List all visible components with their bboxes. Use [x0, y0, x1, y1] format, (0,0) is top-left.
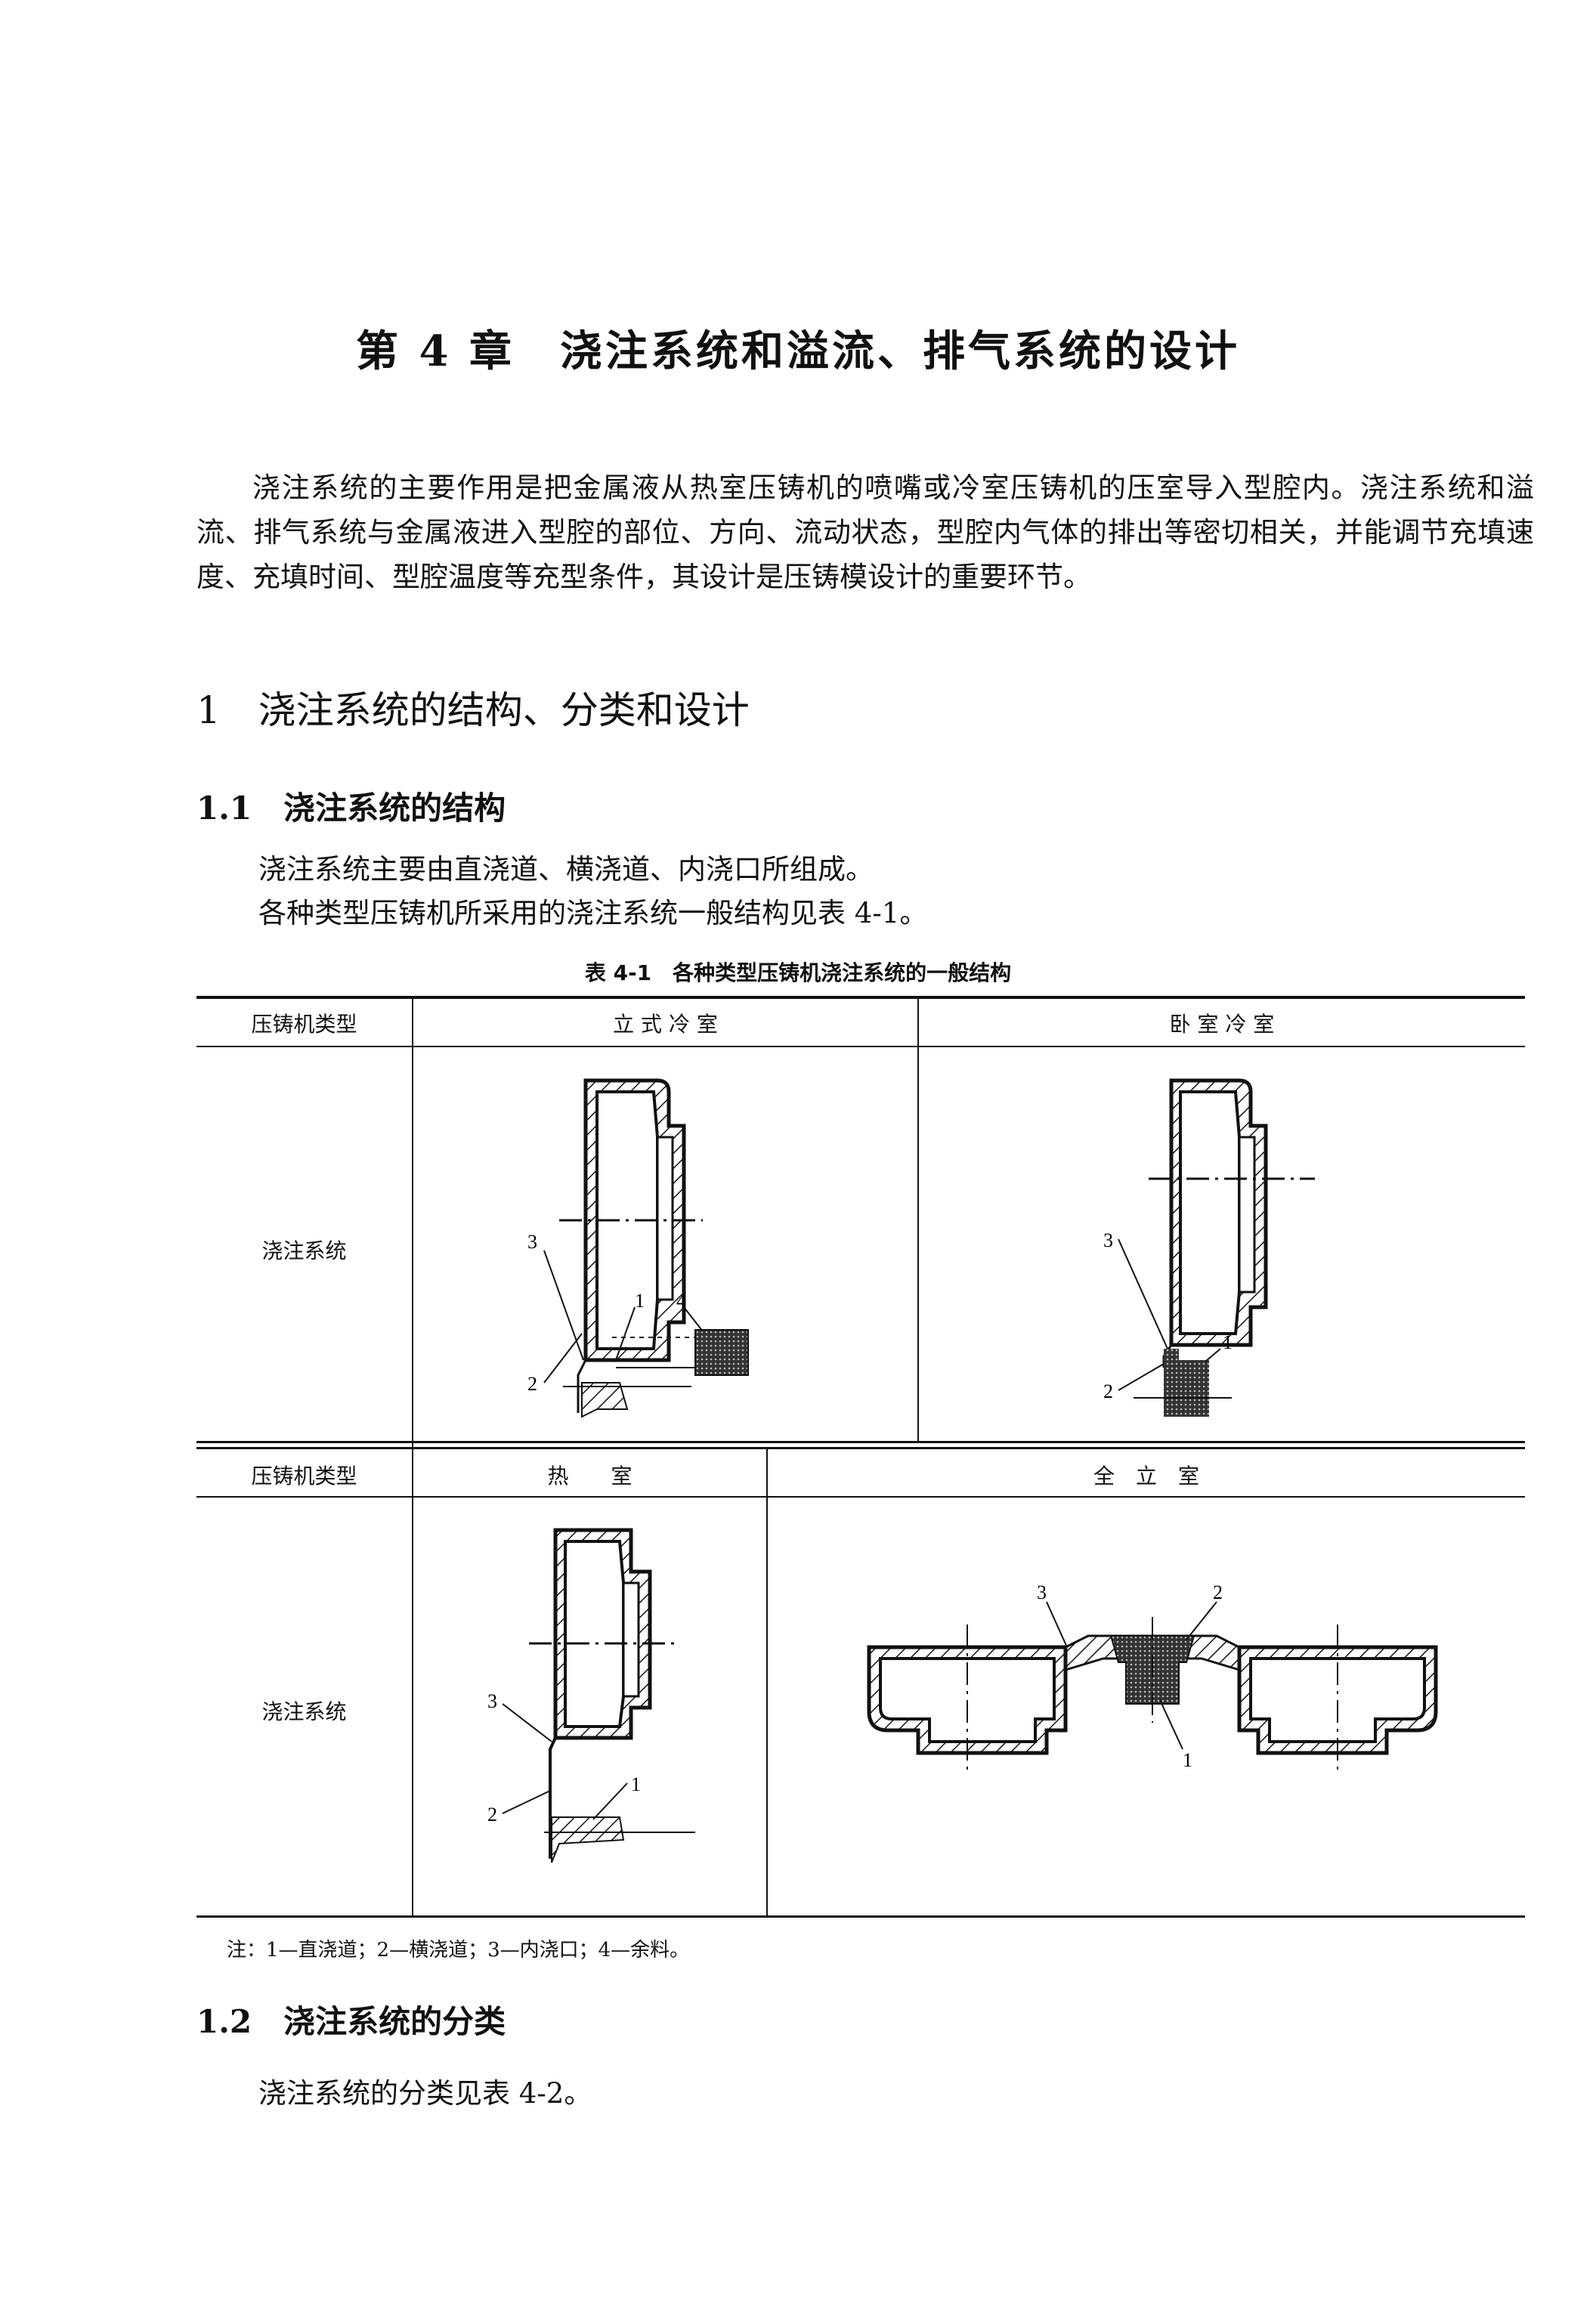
header-machine-type: 压铸机类型: [251, 1464, 357, 1489]
callout-2: 2: [1103, 1380, 1113, 1402]
callout-3: 3: [487, 1690, 497, 1712]
header-hot: 热 室: [547, 1464, 633, 1489]
body-line: 浇注系统的分类见表 4-2。: [258, 2077, 592, 2110]
row-label-gating: 浇注系统: [261, 1699, 347, 1724]
section-heading-1-1: 1.1 浇注系统的结构: [196, 790, 506, 827]
chapter-title: 第 4 章 浇注系统和溢流、排气系统的设计: [356, 326, 1240, 376]
callout-3: 3: [1037, 1581, 1047, 1603]
callout-3: 3: [1103, 1229, 1113, 1251]
intro-text: 浇注系统的主要作用是把金属液从热室压铸机的喷嘴或冷室压铸机的压室导入型腔内。浇注…: [196, 471, 1534, 593]
body-line: 浇注系统主要由直浇道、横浇道、内浇口所组成。: [258, 853, 874, 886]
intro-paragraph: 浇注系统的主要作用是把金属液从热室压铸机的喷嘴或冷室压铸机的压室导入型腔内。浇注…: [196, 465, 1534, 599]
callout-1: 1: [635, 1290, 645, 1312]
body-line: 各种类型压铸机所采用的浇注系统一般结构见表 4-1。: [258, 897, 928, 929]
callout-1: 1: [1223, 1331, 1233, 1353]
header-horizontal-cold: 卧 室 冷 室: [1169, 1012, 1275, 1037]
table-note: 注：1—直浇道；2—横浇道；3—内浇口；4—余料。: [227, 1939, 690, 1962]
row-label-gating: 浇注系统: [261, 1238, 347, 1263]
callout-2: 2: [487, 1804, 497, 1826]
header-machine-type: 压铸机类型: [251, 1012, 357, 1037]
callout-1: 1: [1183, 1749, 1192, 1771]
callout-3: 3: [527, 1231, 537, 1253]
diagram-hot-chamber: 3 2 1: [487, 1528, 695, 1863]
header-full-vertical: 全 立 室: [1093, 1464, 1199, 1489]
diagram-vertical-cold: 3 2 1 4: [527, 1078, 749, 1418]
table-caption: 表 4-1 各种类型压铸机浇注系统的一般结构: [584, 960, 1012, 985]
callout-4: 4: [676, 1290, 686, 1312]
section-heading-1-2: 1.2 浇注系统的分类: [196, 2003, 506, 2040]
diagram-full-vertical: 3 2 1: [867, 1581, 1438, 1776]
callout-1: 1: [631, 1773, 641, 1795]
diagram-horizontal-cold: 3 2 1: [1103, 1078, 1315, 1417]
callout-2: 2: [1213, 1581, 1223, 1603]
section-heading-1: 1 浇注系统的结构、分类和设计: [196, 688, 750, 732]
header-vertical-cold: 立 式 冷 室: [613, 1012, 718, 1037]
callout-2: 2: [527, 1373, 537, 1395]
